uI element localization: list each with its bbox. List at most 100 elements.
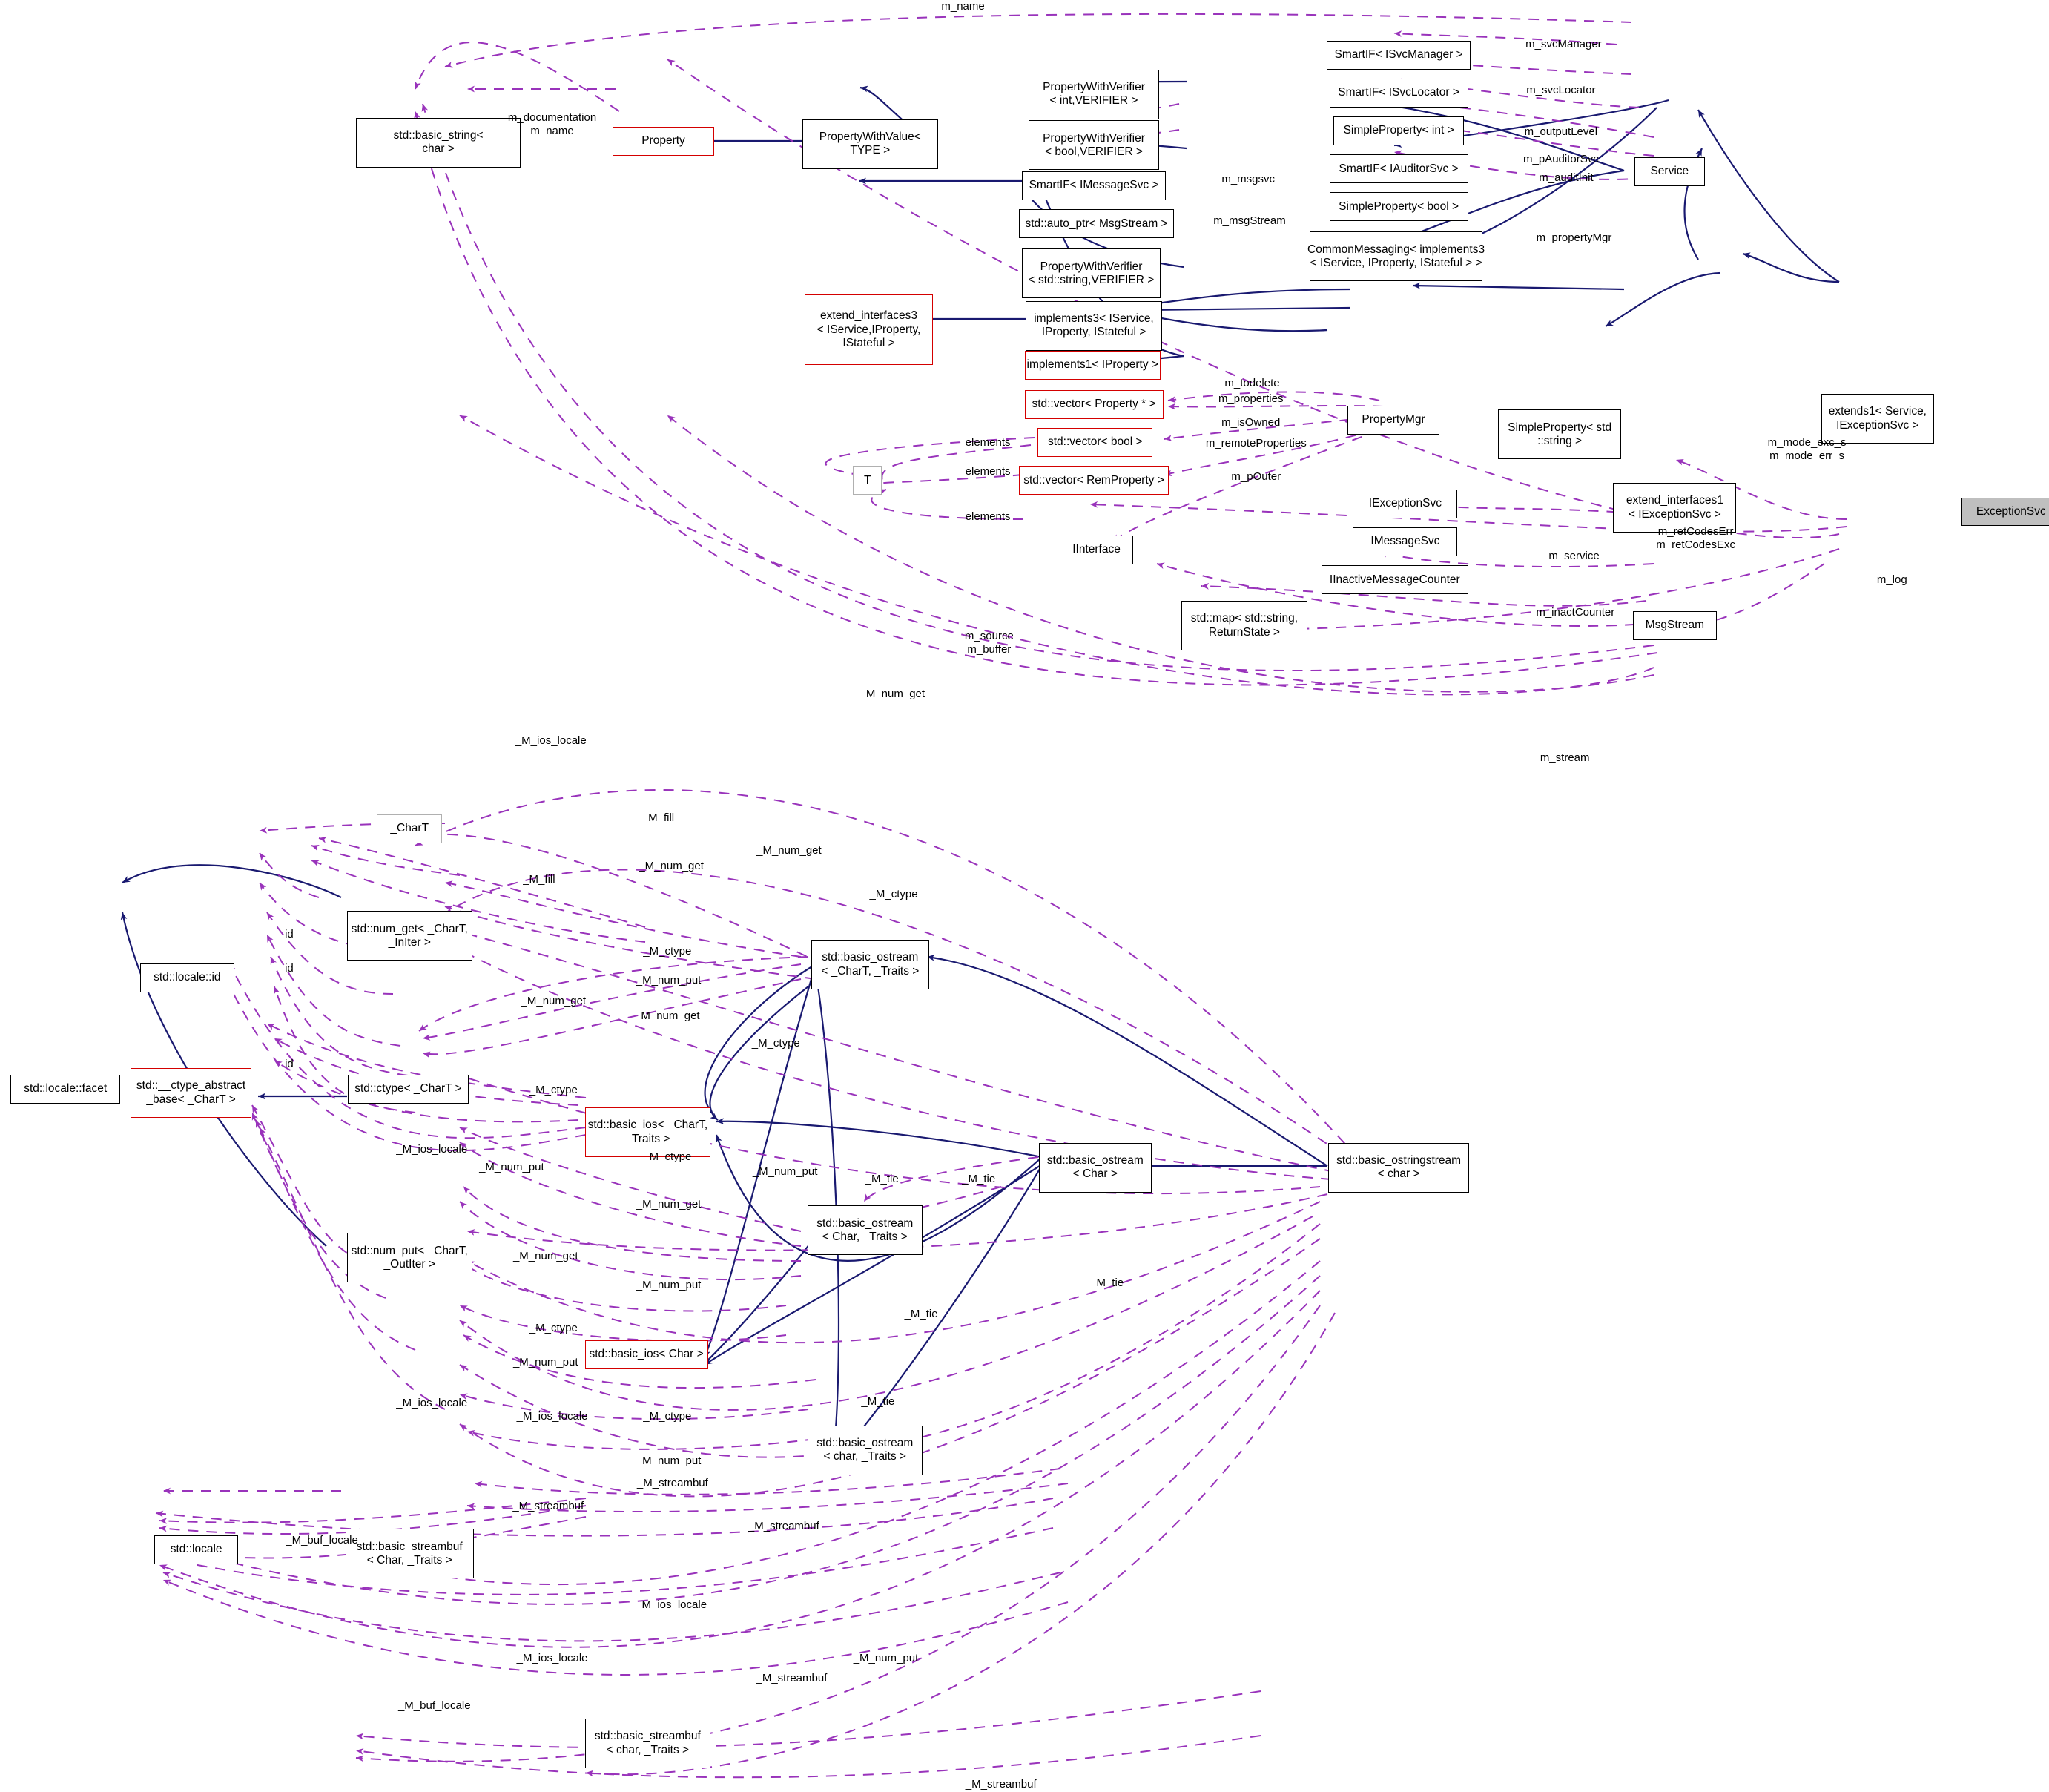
edge-label-lbl_m_pauditorsvc: m_pAuditorSvc [1523,153,1599,166]
class-node-implements1_iproperty[interactable]: implements1< IProperty > [1024,350,1161,380]
edge-label-lbl_m_tie_a: _M_tie [865,1173,899,1186]
edge-label-lbl_m_streambuf_b: _M_streambuf [512,1500,584,1513]
class-node-pwv_int[interactable]: PropertyWithVerifier < int,VERIFIER > [1028,69,1160,119]
class-node-vector_property_ptr[interactable]: std::vector< Property * > [1024,389,1164,419]
edge-label-lbl_m_ctype_d: _M_ctype [529,1084,578,1097]
edge-label-lbl_m_num_put_g: _M_num_put [853,1652,919,1665]
edge-label-lbl_m_service: m_service [1548,550,1600,563]
edge-label-lbl_m_streambuf_a: _M_streambuf [636,1476,708,1489]
class-node-commonmessaging[interactable]: CommonMessaging< implements3 < IService,… [1307,231,1485,282]
class-node-smartif_isvclocator[interactable]: SmartIF< ISvcLocator > [1329,78,1468,108]
class-node-exceptionsvc[interactable]: ExceptionSvc [1961,497,2049,527]
edge-label-lbl_m_num_get_e: _M_num_get [635,1009,700,1022]
edge-label-lbl_m_num_put_d: _M_num_put [636,1279,702,1292]
edge-label-lbl_m_ctype_f: _M_ctype [529,1322,578,1335]
edge-label-lbl_m_tie_b: _M_tie [962,1173,996,1186]
class-node-chart_param[interactable]: _CharT [377,814,443,843]
edge-label-lbl_id_1: id [285,928,294,941]
edge-label-lbl_m_svclocator: m_svcLocator [1526,83,1596,96]
class-node-propertymgr[interactable]: PropertyMgr [1347,406,1439,435]
class-node-vector_remproperty[interactable]: std::vector< RemProperty > [1019,466,1169,495]
class-node-iexceptionsvc[interactable]: IExceptionSvc [1353,490,1458,518]
class-node-simpleproperty_string[interactable]: SimpleProperty< std ::string > [1498,409,1622,460]
class-node-extend_interfaces3[interactable]: extend_interfaces3 < IService,IProperty,… [805,294,933,366]
edge-label-lbl_m_name_top: m_name [941,0,985,13]
class-node-basic_ostream_char_T[interactable]: std::basic_ostream < char, _Traits > [807,1425,923,1475]
edge-label-lbl_id_3: id [285,1057,294,1070]
edge-label-lbl_m_tie_d: _M_tie [904,1308,938,1321]
class-node-iinterface[interactable]: IInterface [1060,535,1133,564]
edge-label-lbl_m_ios_locale_c: _M_ios_locale [396,1397,468,1410]
class-node-pwv_bool[interactable]: PropertyWithVerifier < bool,VERIFIER > [1028,120,1160,171]
edge-label-lbl_m_doc_name: m_documentation m_name [507,111,597,137]
class-node-map_string_returnstate[interactable]: std::map< std::string, ReturnState > [1181,601,1307,651]
class-node-service[interactable]: Service [1634,157,1705,186]
class-node-smartif_imessagesvc[interactable]: SmartIF< IMessageSvc > [1021,171,1167,200]
edge-label-lbl_m_num_get_c: _M_num_get [639,860,704,873]
edge-label-lbl_m_todelete: m_todelete [1224,377,1280,390]
edge-label-lbl_m_ios_locale_b: _M_ios_locale [396,1142,468,1156]
edge-label-lbl_m_propertymgr: m_propertyMgr [1536,231,1612,245]
edge-label-lbl_elements_1: elements [965,435,1011,449]
class-node-num_get[interactable]: std::num_get< _CharT, _InIter > [346,911,472,961]
edge-label-lbl_m_fill_b: _M_fill [523,873,555,886]
edge-label-lbl_id_2: id [285,962,294,975]
edge-label-lbl_m_msgstream: m_msgStream [1213,214,1286,228]
edge-label-lbl_m_ios_locale_e: _M_ios_locale [636,1598,707,1611]
class-node-basic_ostream_chart[interactable]: std::basic_ostream < _CharT, _Traits > [811,940,929,990]
edge-label-lbl_m_buf_locale_b: _M_buf_locale [397,1699,471,1712]
edge-label-lbl_m_outputlevel: m_outputLevel [1524,125,1598,139]
class-node-basic_ostream_Char_T[interactable]: std::basic_ostream < Char, _Traits > [807,1205,923,1256]
class-node-basic_ios_chart[interactable]: std::basic_ios< _CharT, _Traits > [584,1107,711,1158]
class-node-simpleproperty_int[interactable]: SimpleProperty< int > [1333,116,1465,145]
class-node-locale_id[interactable]: std::locale::id [139,963,234,992]
class-node-smartif_isvcmanager[interactable]: SmartIF< ISvcManager > [1327,40,1471,70]
class-node-typeparam_T[interactable]: T [853,466,882,495]
edge-label-lbl_m_num_put_a: _M_num_put [636,974,702,986]
edge-label-lbl_m_ios_locale_a: _M_ios_locale [515,734,587,748]
class-node-num_put[interactable]: std::num_put< _CharT, _OutIter > [346,1233,472,1283]
edge-label-lbl_m_auditinit: m_auditInit [1539,171,1594,185]
edge-label-lbl_m_ctype_b: _M_ctype [643,945,692,958]
edge-label-lbl_m_num_put_f: _M_num_put [636,1454,702,1467]
edge-label-lbl_m_num_get_top: _M_num_get [859,687,925,700]
edge-label-lbl_m_stream: m_stream [1540,751,1590,764]
edge-label-lbl_m_pouter: m_pOuter [1231,470,1281,483]
class-node-ctype_chart[interactable]: std::ctype< _CharT > [348,1074,469,1104]
class-node-simpleproperty_bool[interactable]: SimpleProperty< bool > [1329,192,1468,222]
edge-label-lbl_m_buf_locale_a: _M_buf_locale [286,1534,358,1547]
edge-label-lbl_m_num_get_g: _M_num_get [512,1250,578,1263]
class-node-ctype_abstract_base[interactable]: std::__ctype_abstract _base< _CharT > [131,1068,251,1119]
edge-label-lbl_m_fill_a: _M_fill [641,811,675,825]
edge-label-lbl_m_streambuf_c: _M_streambuf [748,1519,819,1532]
class-node-basic_ostringstream[interactable]: std::basic_ostringstream < char > [1327,1142,1470,1193]
edge-label-lbl_m_streambuf_e: _M_streambuf [965,1777,1037,1791]
class-node-property_with_value[interactable]: PropertyWithValue< TYPE > [802,119,939,169]
edge-label-lbl_elements_3: elements [965,510,1011,524]
edge-label-lbl_m_num_put_b: _M_num_put [479,1161,544,1174]
class-node-pwv_string[interactable]: PropertyWithVerifier < std::string,VERIF… [1021,248,1161,299]
edge-label-lbl_m_source_buffer: m_source m_buffer [964,629,1014,656]
edge-label-lbl_m_retcodes: m_retCodesErr m_retCodesExc [1656,524,1735,551]
edge-label-lbl_m_num_get_f: _M_num_get [636,1197,702,1210]
class-node-imessagesvc[interactable]: IMessageSvc [1353,527,1458,557]
edge-label-lbl_m_properties: m_properties [1218,392,1284,406]
class-node-vector_bool[interactable]: std::vector< bool > [1037,428,1153,457]
edge-label-lbl_m_mode_exc_s: m_mode_exc_s m_mode_err_s [1767,435,1847,462]
edge-label-lbl_m_streambuf_d: _M_streambuf [756,1671,828,1684]
class-node-locale_facet[interactable]: std::locale::facet [10,1074,121,1104]
class-node-smartif_iauditorsvc[interactable]: SmartIF< IAuditorSvc > [1329,154,1468,184]
class-node-basic_streambuf_char[interactable]: std::basic_streambuf < char, _Traits > [584,1719,711,1769]
edge-label-lbl_m_svcmanager: m_svcManager [1525,38,1602,51]
class-node-basic_ostream_Char[interactable]: std::basic_ostream < Char > [1038,1142,1152,1193]
class-node-extends1_service[interactable]: extends1< Service, IExceptionSvc > [1821,394,1934,444]
edge-label-lbl_m_num_put_e: _M_num_put [512,1356,578,1369]
class-node-implements3[interactable]: implements3< IService, IProperty, IState… [1026,300,1162,351]
class-node-locale[interactable]: std::locale [154,1535,239,1564]
edge-label-lbl_m_isowned: m_isOwned [1221,416,1281,429]
class-node-iinactivemessagecounter[interactable]: IInactiveMessageCounter [1322,565,1468,595]
edge-label-lbl_m_ctype_c: _M_ctype [751,1036,800,1050]
class-node-autoptr_msgstream[interactable]: std::auto_ptr< MsgStream > [1019,209,1174,239]
edge-label-lbl_m_msgsvc: m_msgsvc [1221,172,1276,185]
